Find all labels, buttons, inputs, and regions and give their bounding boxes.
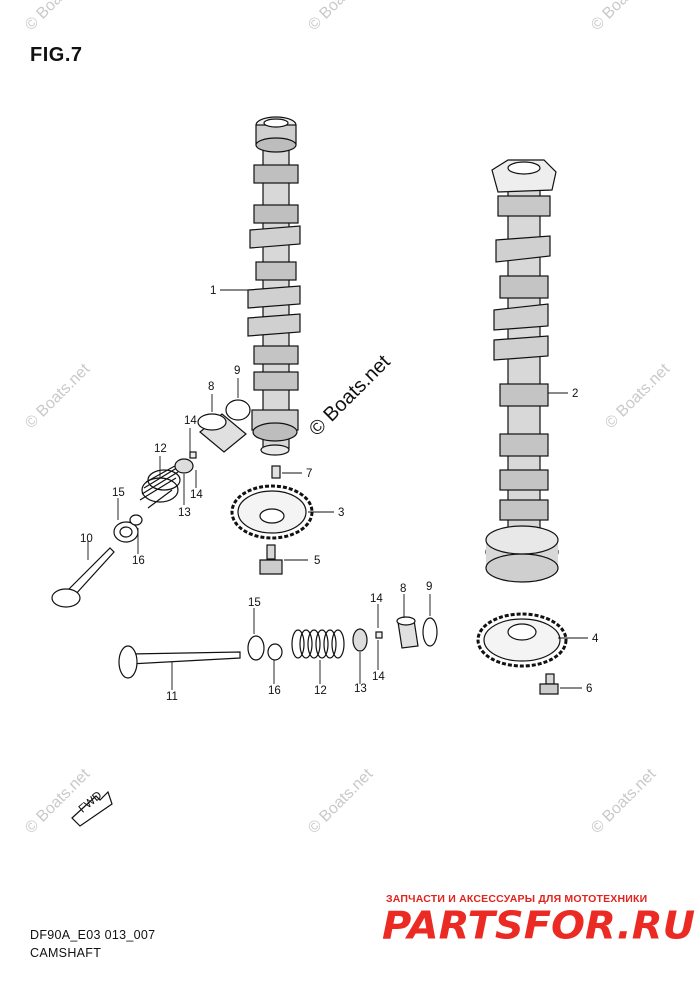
callout-13-lower: 13: [354, 683, 367, 695]
camshaft-2: [485, 159, 559, 583]
callout-13-upper: 13: [178, 507, 191, 519]
callout-2: 2: [572, 388, 578, 400]
callout-8-lower: 8: [400, 583, 406, 595]
dowel-pin-7: [271, 465, 281, 479]
bolt-6: [539, 673, 559, 695]
callout-12-upper: 12: [154, 443, 167, 455]
valve-11: [118, 645, 241, 679]
callout-16-lower: 16: [268, 685, 281, 697]
brand-tagline: ЗАПЧАСТИ И АКСЕССУАРЫ ДЛЯ МОТОТЕХНИКИ: [386, 893, 648, 905]
callout-7: 7: [306, 468, 312, 480]
cotter-14-lower: [375, 631, 383, 639]
sprocket-3: [230, 484, 314, 540]
callout-15-lower: 15: [248, 597, 261, 609]
shim-9-lower: [422, 617, 438, 647]
callout-9-lower: 9: [426, 581, 432, 593]
callout-11: 11: [166, 691, 178, 703]
callout-16-upper: 16: [132, 555, 145, 567]
callout-14-upper-a: 14: [184, 415, 197, 427]
valve-lifter-8-upper: [197, 413, 247, 453]
diagram-code: DF90A_E03 013_007: [30, 928, 156, 942]
seal-16-lower: [267, 643, 283, 661]
callout-labels: 1 2 3 4 5 6 7 8 9 14 12 14 15 13 10 16 8…: [77, 285, 599, 816]
diagram-name: CAMSHAFT: [30, 946, 102, 960]
seat-15-lower: [247, 635, 265, 661]
shim-9-upper: [225, 399, 251, 421]
callout-3: 3: [338, 507, 344, 519]
callout-15-upper: 15: [112, 487, 125, 499]
retainer-13-lower: [352, 628, 368, 652]
callout-14-upper-b: 14: [190, 489, 203, 501]
sprocket-4: [476, 612, 568, 668]
callout-4: 4: [592, 633, 599, 645]
callout-1: 1: [210, 285, 216, 297]
callout-14-lower-b: 14: [372, 671, 385, 683]
bolt-5: [259, 544, 283, 575]
cotter-14-upper: [189, 451, 197, 459]
callout-14-lower-a: 14: [370, 593, 383, 605]
fwd-arrow-icon: [71, 790, 113, 827]
leader-lines: [87, 289, 588, 690]
callout-5: 5: [314, 555, 320, 567]
valve-spring-12-upper: [139, 461, 183, 509]
callout-8-upper: 8: [208, 381, 214, 393]
callout-12-lower: 12: [314, 685, 327, 697]
callout-9-upper: 9: [234, 365, 240, 377]
seat-15-upper: [113, 521, 139, 543]
valve-lifter-8-lower: [396, 616, 419, 649]
valve-spring-12-lower: [291, 629, 345, 659]
brand-logo: PARTSFOR.RU: [382, 904, 696, 948]
seal-16-upper: [129, 514, 143, 526]
valve-10: [51, 547, 115, 608]
retainer-13-upper: [174, 458, 194, 474]
callout-6: 6: [586, 683, 592, 695]
camshaft-1: [247, 116, 301, 456]
callout-10: 10: [80, 533, 93, 545]
figure-title: FIG.7: [30, 44, 83, 66]
